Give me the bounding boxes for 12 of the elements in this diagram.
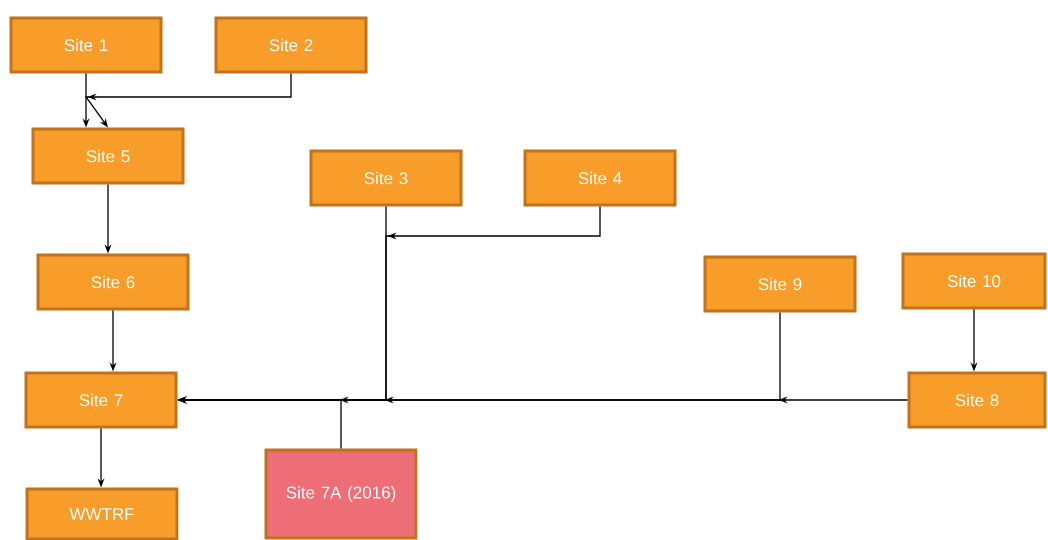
process-box: Site 3 bbox=[309, 149, 463, 207]
process-box: Site 8 bbox=[907, 371, 1047, 429]
process-box: Site 10 bbox=[901, 252, 1047, 310]
process-box: Site 2 bbox=[214, 16, 368, 74]
process-box: Site 4 bbox=[523, 149, 677, 207]
process-box: Site 5 bbox=[31, 127, 185, 185]
process-box: Site 9 bbox=[703, 255, 857, 313]
process-box: Site 6 bbox=[36, 253, 190, 311]
process-box: Site 7A (2016) bbox=[264, 448, 418, 540]
process-box: Site 1 bbox=[9, 16, 163, 74]
process-box: Site 7 bbox=[24, 371, 178, 429]
process-box: WWTRF bbox=[25, 487, 179, 540]
